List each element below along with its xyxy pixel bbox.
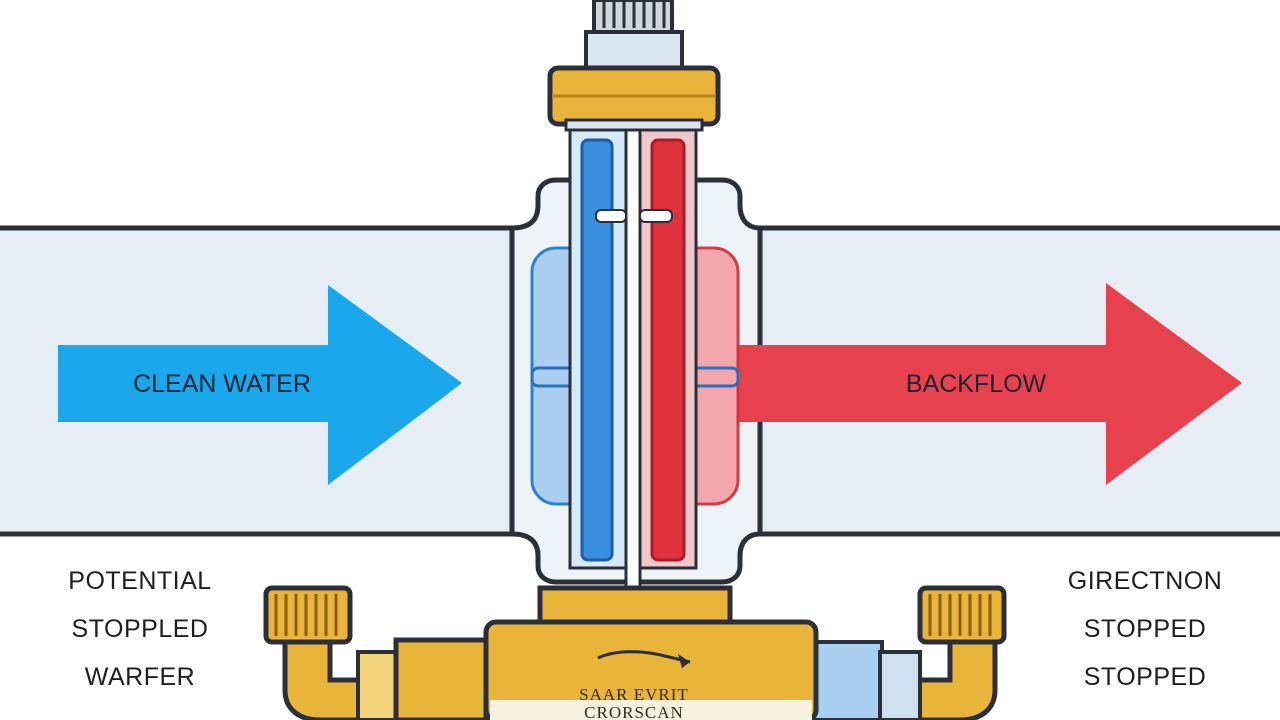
backflow-arrow: BACKFLOW <box>736 283 1242 485</box>
backflow-label: BACKFLOW <box>906 370 1047 398</box>
arrow-right-icon <box>58 285 462 485</box>
main-brass-body <box>483 619 819 720</box>
center-rod <box>624 126 642 592</box>
right-side-label-line3: STOPPED <box>1083 663 1207 691</box>
right-side-label-line2: STOPPED <box>1083 615 1207 643</box>
right-elbow <box>907 637 998 720</box>
right-blue-coupling <box>810 640 884 720</box>
right-side-label-line1: GIRECTNON <box>1067 567 1223 595</box>
body-neck <box>537 585 733 627</box>
left-union <box>356 650 400 720</box>
backflow-tube-clip <box>639 209 673 223</box>
flow-direction-arrow-icon <box>678 654 690 668</box>
left-side-label-line1: POTENTIAL <box>68 567 212 595</box>
left-side-label: POTENTIAL STOPPLED WARFER <box>40 557 240 701</box>
left-side-label-line3: WARFER <box>84 663 196 691</box>
valve-lower-body: SAAR EVRIT CRORSCAN <box>263 585 1007 720</box>
body-text-line1: SAAR EVRIT <box>579 685 689 704</box>
backflow-tube <box>650 138 686 562</box>
right-side-label: GIRECTNON STOPPED STOPPED <box>1045 557 1245 701</box>
valve-tubes <box>568 126 698 592</box>
body-shine <box>490 700 812 720</box>
arrow-right-icon <box>736 283 1242 485</box>
left-side-label-line2: STOPPLED <box>71 615 209 643</box>
body-text-line2: CRORSCAN <box>584 703 684 720</box>
stem-collar <box>584 30 684 72</box>
valve-top <box>547 0 721 132</box>
clean-water-tube <box>580 138 614 562</box>
right-union <box>878 650 922 720</box>
clean-tube-clip <box>595 209 627 223</box>
flow-direction-mark <box>597 650 691 664</box>
bonnet-ring <box>564 118 704 132</box>
left-hex-fitting <box>393 637 489 720</box>
clean-water-label: CLEAN WATER <box>133 370 311 398</box>
clean-water-arrow: CLEAN WATER <box>58 285 462 485</box>
